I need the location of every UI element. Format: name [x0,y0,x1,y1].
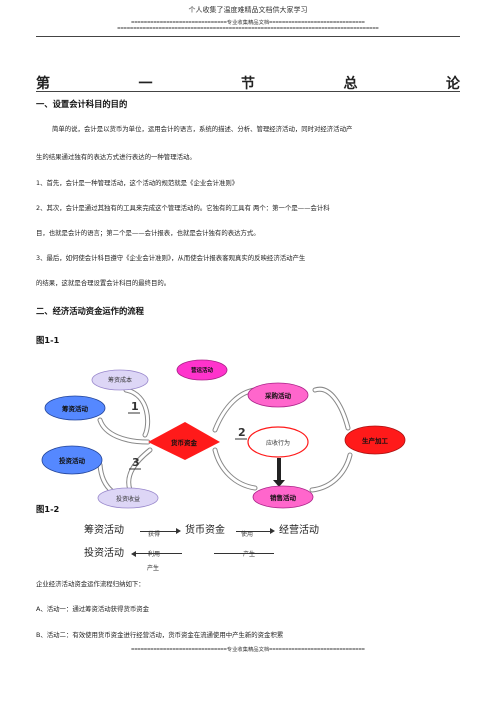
title-char: 节 [241,76,255,92]
title-char: 第 [36,76,50,92]
flow-raise: 筹资活动 [84,525,124,536]
paragraph-4-line-1: 3、最后，如何使会计科目遵守《企业会计准则》，从而使会计报表客观真实的反映经济活… [36,254,306,262]
footer-separator: ==============================专业收集精品文档==… [131,647,365,653]
title-char: 总 [343,76,358,92]
cash-shape [148,422,220,460]
raise-ellipse [44,395,106,421]
paragraph-1-line-2: 生的结果通过独有的表达方式进行表达的一种管理活动。 [36,153,196,161]
arrow-obtain [140,531,178,532]
step-number-3: 3 [132,456,140,469]
label-invest: 投资活动 [59,456,86,465]
section-heading-2: 二、经济活动资金运作的流程 [36,306,144,316]
figure-2-label: 图1-2 [36,504,60,514]
title-char: 论 [446,76,460,92]
summary-intro: 企业经济活动资金运作流程归纳如下： [36,580,145,588]
flow-invest: 投资活动 [84,548,124,559]
figure-1-label: 图1-1 [36,335,60,345]
page-title: 第 一 节 总 论 [36,73,460,93]
sales-ellipse [252,485,314,509]
invest-ellipse [41,445,103,475]
flow-utilize: 利用 [148,551,161,558]
label-sales: 销售活动 [270,493,297,502]
purchase-ellipse [247,382,309,408]
header-separator: ==============================专业收集精品文档==… [131,20,365,26]
header-rule [36,36,460,37]
flow-operate: 经营活动 [279,525,319,536]
section-heading-1: 一、设置会计科目的目的 [36,99,128,109]
paragraph-3-line-1: 2、其次，会计是通过其独有的工具来完成这个管理活动的。它独有的工具有 两个：第一… [36,204,330,212]
down-arrow-bar [277,458,281,480]
label-receivable: 应收行为 [266,439,290,447]
raise-cost-ellipse [91,369,149,391]
arrow-produce-line [214,553,274,554]
paragraph-4-line-2: 的结果，这就是合理设置会计科目的最终目的。 [36,279,171,287]
label-raise: 筹资活动 [62,404,89,413]
title-char: 一 [138,76,153,92]
header-separator-2: ========================================… [117,26,379,32]
summary-item-a: A、活动一：通过筹资活动获得货币资金 [36,605,150,613]
arrow-utilize-head [131,551,136,557]
receivable-ellipse [247,426,309,458]
step-number-1: 1 [131,400,139,413]
arrow-obtain-head [176,528,181,534]
flow-use: 使用 [241,531,254,538]
produce-ellipse [344,425,406,455]
title-rule [36,91,460,92]
flow-produce-1: 产生 [243,551,256,558]
arrow-utilize [136,553,182,554]
flow-obtain: 获得 [148,531,161,538]
label-purchase: 采购活动 [265,391,292,400]
paragraph-2: 1、首先，会计是一种管理活动，这个活动的规范就是《企业会计准则》 [36,179,239,187]
label-produce: 生产加工 [362,436,389,445]
label-cash: 货币资金 [170,438,198,447]
header-title: 个人收集了温度难精品文档供大家学习 [188,6,308,14]
arrow-2-b [212,447,258,491]
invest-income-ellipse [97,487,159,509]
operate-ellipse [176,359,228,381]
label-raise-cost: 筹资成本 [108,376,132,384]
down-arrow-head [273,480,285,487]
arrow-use-head [270,528,275,534]
label-invest-income: 投资收益 [116,495,140,503]
paragraph-3-line-2: 目，也就是会计的语言；第二个是——会计报表，也就是会计独有的表达方式。 [36,229,260,237]
paragraph-1-line-1: 简单的说，会计是以货币为单位，运用会计的语言，系统的描述、分析、管理经济活动，同… [52,125,353,133]
step-number-2: 2 [238,426,246,439]
label-operate: 营运活动 [191,366,214,374]
arrow-use [236,531,272,532]
flow-diagram: 1 2 3 筹资成本 筹资活动 营运活动 货币资金 采购活动 应收行为 生产加工… [41,359,406,509]
flow-cash: 货币资金 [185,525,225,536]
summary-item-b: B、活动二：有效使用货币资金进行经营活动，货币资金在流通使用中产生新的资金积累 [36,631,284,639]
flow-produce-2: 产生 [147,565,160,572]
